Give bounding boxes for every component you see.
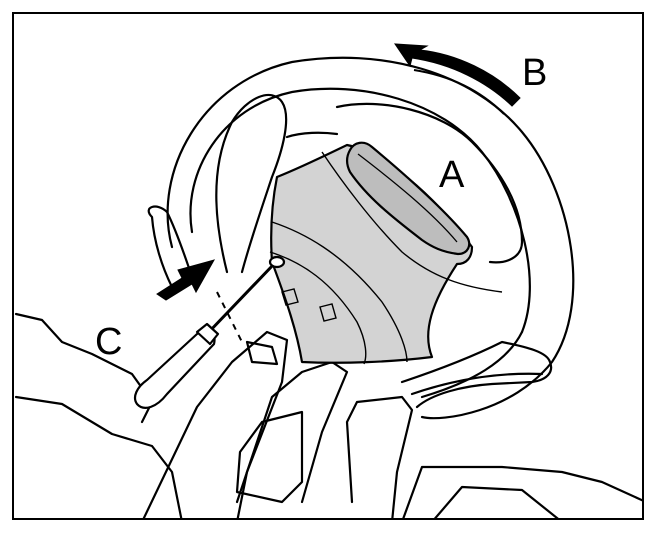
illustration-frame: A B C [12, 12, 644, 520]
panel-right-lower-2 [433, 485, 559, 518]
push-arrow-icon [156, 259, 216, 301]
screwdriver-shaft [205, 262, 276, 336]
steering-wheel-airbag-diagram: A B C [14, 43, 642, 518]
hidden-edge-dashed [216, 291, 243, 343]
left-grip-outline [147, 205, 194, 289]
steering-wheel-rim-inner [189, 87, 531, 334]
screwdriver-handle [133, 329, 216, 409]
column-cover-right [345, 395, 414, 518]
callout-label-a: A [439, 154, 465, 196]
airbag-contour-3 [321, 151, 503, 293]
callout-label-c: C [95, 321, 122, 363]
dashboard-outline [14, 312, 154, 424]
rotation-arrow-tail [413, 69, 505, 115]
airbag-emblem [345, 141, 471, 256]
steering-wheel-left-spoke [215, 93, 288, 274]
steering-wheel-rim-return [420, 330, 524, 399]
airbag-emblem-inner [357, 153, 458, 243]
steering-wheel-upper-spoke-inner [285, 131, 339, 139]
airbag-contour-2 [269, 251, 367, 365]
lower-spoke-inner [410, 372, 544, 396]
rotation-curved-arrow-icon [394, 43, 521, 107]
dashboard-lower-line [14, 395, 183, 518]
screwdriver-handle-ferrule [195, 322, 220, 346]
steering-wheel-lower-spoke [400, 340, 553, 409]
panel-right-lower [402, 465, 642, 518]
column-cover-inner [245, 340, 279, 366]
column-cover-block [235, 410, 304, 504]
airbag-contour-1 [271, 221, 408, 363]
callout-label-b: B [522, 52, 547, 94]
column-cover-left [142, 330, 289, 518]
steering-wheel-upper-spoke [335, 102, 524, 264]
airbag-slot-1 [281, 288, 299, 306]
screwdriver [133, 255, 286, 409]
screwdriver-tip-hole [268, 255, 286, 269]
airbag-slot-2 [319, 303, 337, 322]
